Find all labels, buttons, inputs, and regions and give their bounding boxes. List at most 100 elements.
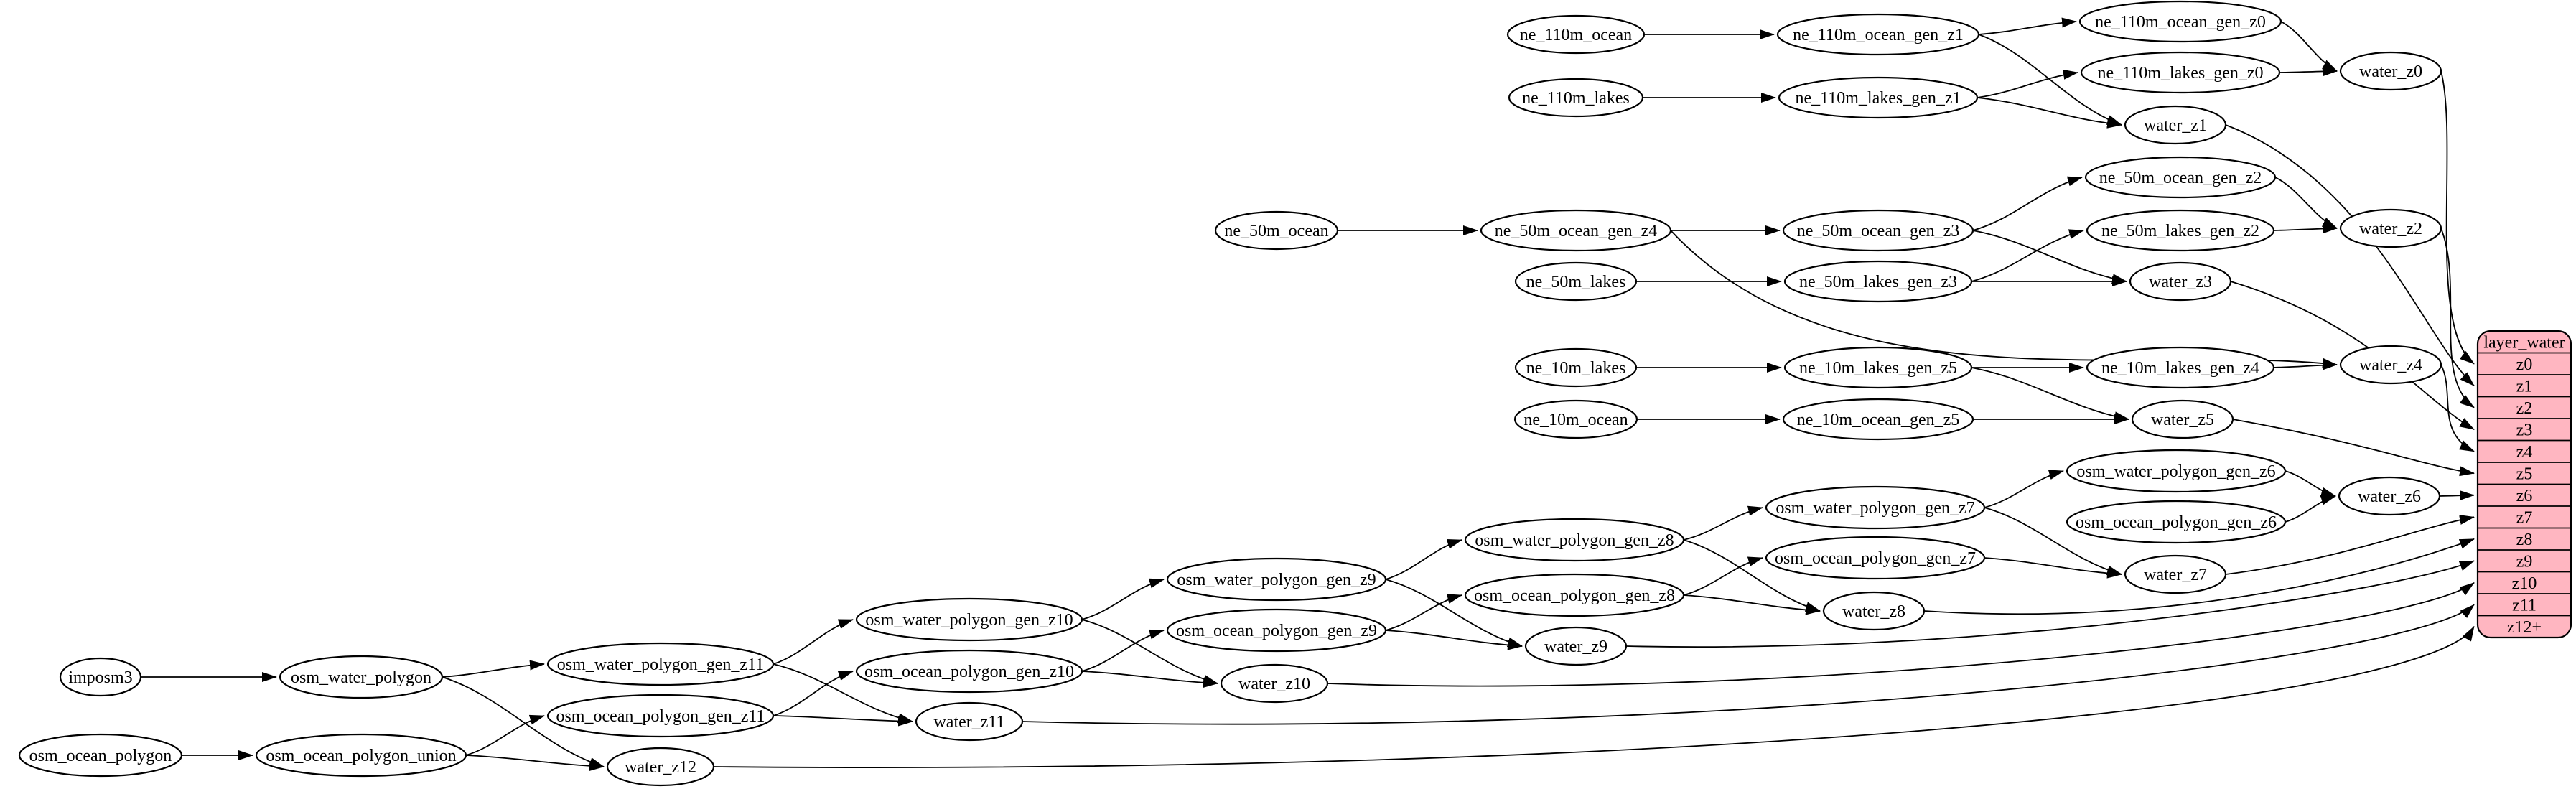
- node-osm_water_polygon_gen_z6: osm_water_polygon_gen_z6: [2066, 449, 2287, 493]
- edge-osm_water_polygon-to-osm_water_polygon_gen_z11: [442, 660, 545, 678]
- node-ne_110m_lakes_gen_z1: ne_110m_lakes_gen_z1: [1778, 76, 1979, 119]
- node-label-osm_ocean_polygon_gen_z6: osm_ocean_polygon_gen_z6: [2076, 513, 2277, 532]
- node-water_z3: water_z3: [2129, 261, 2232, 302]
- node-osm_ocean_polygon_gen_z11: osm_ocean_polygon_gen_z11: [546, 694, 775, 738]
- node-water_z0: water_z0: [2339, 51, 2442, 91]
- edge-osm_ocean_polygon_gen_z6-to-water_z6: [2285, 495, 2336, 523]
- edge-osm_ocean_polygon_gen_z7-to-water_z7: [1984, 557, 2122, 579]
- node-water_z5: water_z5: [2131, 399, 2234, 439]
- node-osm_water_polygon_gen_z10: osm_water_polygon_gen_z10: [855, 597, 1083, 642]
- table-row-z6: z6: [2516, 487, 2533, 505]
- node-water_z7: water_z7: [2124, 554, 2227, 594]
- node-osm_ocean_polygon: osm_ocean_polygon: [18, 733, 183, 778]
- node-osm_ocean_polygon_union: osm_ocean_polygon_union: [255, 733, 467, 778]
- node-label-ne_50m_ocean_gen_z3: ne_50m_ocean_gen_z3: [1797, 222, 1960, 241]
- node-label-ne_50m_ocean_gen_z4: ne_50m_ocean_gen_z4: [1495, 222, 1658, 241]
- node-osm_ocean_polygon_gen_z10: osm_ocean_polygon_gen_z10: [855, 649, 1083, 694]
- edge-osm_ocean_polygon_gen_z10-to-water_z10: [1081, 671, 1218, 688]
- node-label-ne_110m_lakes: ne_110m_lakes: [1522, 89, 1630, 108]
- node-ne_50m_lakes_gen_z3: ne_50m_lakes_gen_z3: [1783, 260, 1973, 303]
- edge-ne_110m_lakes_gen_z1-to-water_z1: [1977, 97, 2122, 129]
- edge-water_z11-to-layer_water-z11: [1022, 604, 2475, 725]
- node-label-water_z8: water_z8: [1842, 602, 1905, 621]
- edge-osm_ocean_polygon_gen_z8-to-water_z8: [1683, 594, 1821, 615]
- table-row-z12+: z12+: [2507, 618, 2542, 637]
- node-label-ne_10m_lakes_gen_z5: ne_10m_lakes_gen_z5: [1799, 359, 1957, 378]
- node-ne_50m_lakes: ne_50m_lakes: [1514, 261, 1638, 302]
- node-label-water_z7: water_z7: [2144, 566, 2207, 584]
- node-ne_10m_lakes_gen_z4: ne_10m_lakes_gen_z4: [2086, 346, 2275, 389]
- node-label-ne_110m_lakes_gen_z0: ne_110m_lakes_gen_z0: [2097, 64, 2263, 83]
- node-label-ne_50m_ocean_gen_z2: ne_50m_ocean_gen_z2: [2099, 169, 2262, 187]
- edge-ne_50m_ocean_gen_z2-to-water_z2: [2274, 177, 2338, 229]
- node-label-ne_10m_ocean_gen_z5: ne_10m_ocean_gen_z5: [1797, 411, 1960, 429]
- edge-water_z10-to-layer_water-z10: [1327, 582, 2475, 687]
- node-imposm3: imposm3: [59, 657, 142, 697]
- node-label-ne_50m_ocean: ne_50m_ocean: [1224, 222, 1328, 241]
- edge-osm_water_polygon_gen_z9-to-water_z9: [1385, 579, 1523, 648]
- edge-osm_ocean_polygon_gen_z11-to-water_z11: [773, 715, 913, 727]
- node-ne_50m_lakes_gen_z2: ne_50m_lakes_gen_z2: [2086, 209, 2275, 252]
- node-water_z1: water_z1: [2124, 105, 2227, 145]
- node-label-ne_50m_lakes_gen_z2: ne_50m_lakes_gen_z2: [2101, 222, 2259, 241]
- table-row-z5: z5: [2516, 464, 2533, 483]
- node-label-water_z10: water_z10: [1238, 675, 1310, 694]
- node-ne_10m_lakes: ne_10m_lakes: [1514, 347, 1638, 388]
- table-title: layer_water: [2483, 333, 2565, 352]
- table-row-z8: z8: [2516, 531, 2533, 549]
- edge-osm_ocean_polygon_gen_z8-to-osm_ocean_polygon_gen_z7: [1683, 556, 1763, 596]
- node-label-water_z2: water_z2: [2359, 220, 2422, 238]
- table-row-z9: z9: [2516, 552, 2533, 571]
- node-water_z11: water_z11: [915, 701, 1024, 742]
- edge-water_z2-to-layer_water-z2: [2440, 228, 2475, 408]
- node-osm_water_polygon_gen_z8: osm_water_polygon_gen_z8: [1464, 518, 1685, 562]
- edge-ne_50m_lakes_gen_z2-to-water_z2: [2273, 223, 2338, 234]
- node-ne_10m_ocean: ne_10m_ocean: [1513, 399, 1638, 439]
- node-label-ne_110m_ocean_gen_z1: ne_110m_ocean_gen_z1: [1793, 26, 1964, 45]
- node-label-ne_50m_lakes_gen_z3: ne_50m_lakes_gen_z3: [1799, 273, 1957, 291]
- node-water_z4: water_z4: [2339, 345, 2442, 385]
- node-label-ne_50m_lakes: ne_50m_lakes: [1526, 273, 1626, 291]
- graph-nodes: imposm3 osm_water_polygon osm_ocean_polygo…: [18, 0, 2442, 787]
- edge-ne_50m_ocean_gen_z3-to-water_z3: [1972, 230, 2127, 284]
- edge-osm_ocean_polygon_union-to-water_z12: [465, 755, 605, 772]
- edge-osm_water_polygon_gen_z7-to-osm_water_polygon_gen_z6: [1984, 470, 2064, 508]
- node-label-osm_ocean_polygon_gen_z7: osm_ocean_polygon_gen_z7: [1775, 549, 1976, 568]
- node-osm_ocean_polygon_gen_z9: osm_ocean_polygon_gen_z9: [1166, 608, 1387, 653]
- node-label-water_z12: water_z12: [625, 758, 696, 777]
- node-water_z12: water_z12: [606, 747, 715, 787]
- table-row-z11: z11: [2512, 596, 2537, 615]
- edge-osm_water_polygon_gen_z10-to-osm_water_polygon_gen_z9: [1081, 578, 1165, 620]
- node-label-imposm3: imposm3: [68, 668, 132, 687]
- node-osm_water_polygon_gen_z7: osm_water_polygon_gen_z7: [1765, 485, 1986, 530]
- node-water_z10: water_z10: [1220, 663, 1329, 704]
- table-row-z2: z2: [2516, 399, 2533, 418]
- node-ne_50m_ocean_gen_z4: ne_50m_ocean_gen_z4: [1480, 209, 1672, 252]
- node-ne_110m_ocean: ne_110m_ocean: [1506, 14, 1646, 55]
- node-osm_ocean_polygon_gen_z6: osm_ocean_polygon_gen_z6: [2066, 500, 2287, 544]
- table-row-z7: z7: [2516, 508, 2533, 527]
- edge-ne_10m_lakes_gen_z5-to-water_z5: [1971, 367, 2129, 422]
- edge-osm_ocean_polygon_gen_z11-to-osm_ocean_polygon_gen_z10: [773, 671, 854, 716]
- table-row-z3: z3: [2516, 421, 2533, 439]
- node-label-water_z11: water_z11: [933, 713, 1004, 732]
- edge-osm_water_polygon_gen_z7-to-water_z7: [1984, 507, 2122, 576]
- node-ne_110m_ocean_gen_z1: ne_110m_ocean_gen_z1: [1776, 13, 1980, 56]
- graph-edges: [140, 17, 2475, 772]
- node-ne_110m_lakes: ne_110m_lakes: [1508, 78, 1644, 118]
- node-label-osm_water_polygon: osm_water_polygon: [291, 668, 431, 687]
- edge-water_z6-to-layer_water-z6: [2439, 490, 2475, 501]
- node-label-osm_water_polygon_gen_z7: osm_water_polygon_gen_z7: [1775, 499, 1974, 518]
- node-label-osm_ocean_polygon: osm_ocean_polygon: [29, 747, 172, 765]
- edge-osm_water_polygon-to-water_z12: [442, 676, 605, 767]
- node-label-osm_water_polygon_gen_z8: osm_water_polygon_gen_z8: [1475, 531, 1674, 550]
- node-water_z2: water_z2: [2339, 208, 2442, 248]
- edge-water_z0-to-layer_water-z0: [2440, 70, 2475, 365]
- node-osm_water_polygon_gen_z11: osm_water_polygon_gen_z11: [546, 642, 775, 686]
- node-label-osm_water_polygon_gen_z9: osm_water_polygon_gen_z9: [1177, 571, 1376, 589]
- node-osm_ocean_polygon_gen_z8: osm_ocean_polygon_gen_z8: [1464, 573, 1685, 617]
- edge-osm_water_polygon_gen_z11-to-water_z11: [773, 663, 913, 724]
- node-ne_50m_ocean_gen_z3: ne_50m_ocean_gen_z3: [1782, 209, 1974, 252]
